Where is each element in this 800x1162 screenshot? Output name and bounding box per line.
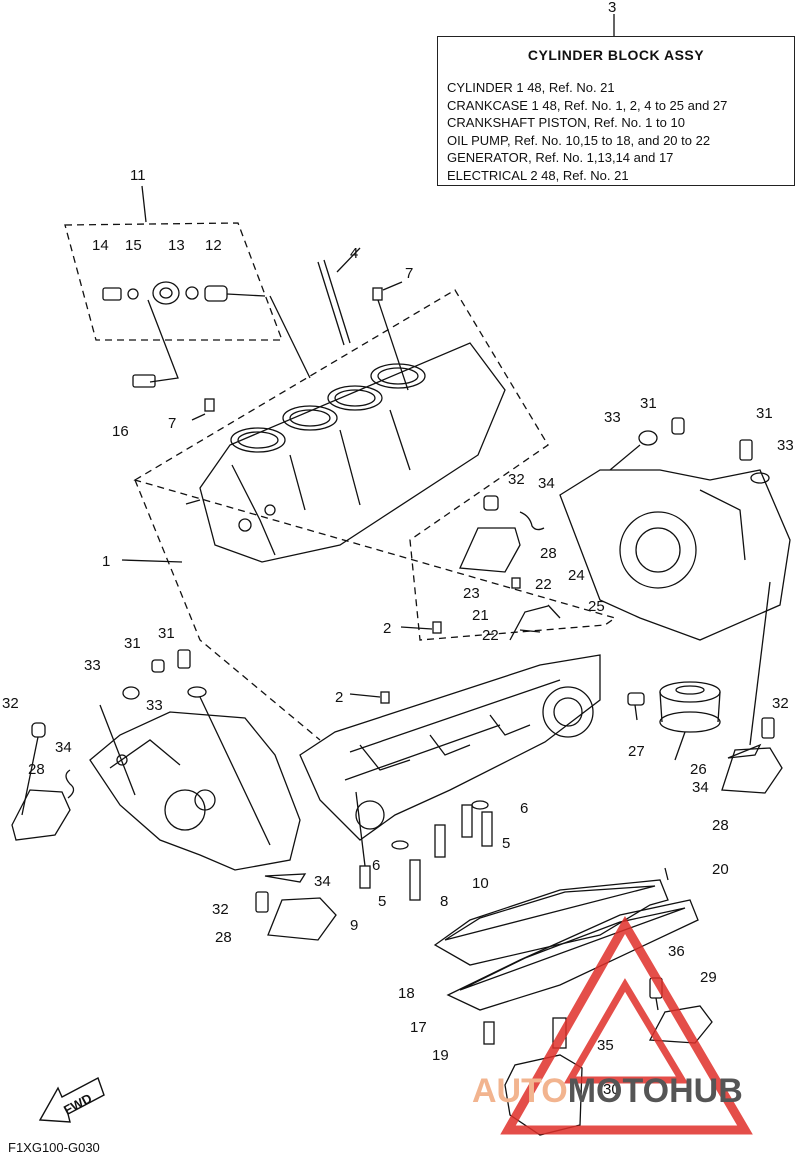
left-cover bbox=[89, 711, 301, 871]
callout-label: 7 bbox=[405, 265, 413, 282]
gasket-18 bbox=[433, 879, 669, 966]
oil-pan-17 bbox=[446, 899, 699, 1011]
callout-label: 18 bbox=[398, 985, 415, 1002]
assembly-1-dashed-outline bbox=[133, 289, 617, 641]
callout-label: 27 bbox=[628, 743, 645, 760]
parts-14-15-13-12 bbox=[102, 281, 266, 305]
callout-label: 22 bbox=[482, 627, 499, 644]
assy-line: GENERATOR, Ref. No. 1,13,14 and 17 bbox=[447, 150, 674, 165]
callout-label: 32 bbox=[2, 695, 19, 712]
callout-label: 23 bbox=[463, 585, 480, 602]
callout-label: 11 bbox=[130, 167, 146, 184]
callout-label: 25 bbox=[588, 598, 605, 615]
bracket-29 bbox=[648, 1005, 713, 1044]
callout-label: 32 bbox=[772, 695, 789, 712]
watermark-part2: MOTO bbox=[567, 1072, 670, 1110]
callout-label: 21 bbox=[472, 607, 489, 624]
callout-label-3: 3 bbox=[608, 0, 616, 16]
callout-label: 13 bbox=[168, 237, 185, 254]
crankcase bbox=[299, 654, 601, 841]
breather-28-left bbox=[11, 789, 71, 841]
callout-label: 12 bbox=[205, 237, 222, 254]
callout-label: 33 bbox=[146, 697, 163, 714]
diagram-code: F1XG100-G030 bbox=[8, 1140, 100, 1155]
callout-label: 2 bbox=[335, 689, 343, 706]
callout-label: 20 bbox=[712, 861, 729, 878]
watermark-part3: HUB bbox=[669, 1072, 743, 1110]
callout-label: 34 bbox=[314, 873, 331, 890]
cylinder-block-assy-box: CYLINDER BLOCK ASSY CYLINDER 1 48, Ref. … bbox=[437, 36, 795, 186]
callout-label: 4 bbox=[350, 245, 358, 262]
callout-label: 31 bbox=[124, 635, 141, 652]
callout-label: 31 bbox=[158, 625, 175, 642]
assy-line: CYLINDER 1 48, Ref. No. 21 bbox=[447, 80, 615, 95]
callout-label: 34 bbox=[538, 475, 555, 492]
fwd-arrow-icon bbox=[38, 1077, 105, 1123]
callout-label: 6 bbox=[372, 857, 380, 874]
assy-line: OIL PUMP, Ref. No. 10,15 to 18, and 20 t… bbox=[447, 132, 711, 148]
callout-label: 5 bbox=[502, 835, 510, 852]
callout-label: 7 bbox=[168, 415, 176, 432]
callout-label: 10 bbox=[472, 875, 489, 892]
callout-label: 9 bbox=[350, 917, 358, 934]
callout-label: 2 bbox=[383, 620, 391, 637]
mount-28-lower-left bbox=[267, 897, 337, 941]
callout-label: 14 bbox=[92, 237, 109, 254]
right-cover bbox=[559, 469, 791, 641]
callout-label: 34 bbox=[55, 739, 72, 756]
callout-label: 28 bbox=[712, 817, 729, 834]
assy-line: CRANKSHAFT PISTON, Ref. No. 1 to 10 bbox=[447, 115, 685, 130]
cylinder-block bbox=[185, 342, 506, 563]
callout-label: 32 bbox=[508, 471, 525, 488]
callout-label: 26 bbox=[690, 761, 707, 778]
callout-label: 29 bbox=[700, 969, 717, 986]
callout-label: 24 bbox=[568, 567, 585, 584]
callout-label: 32 bbox=[212, 901, 229, 918]
callout-label: 34 bbox=[692, 779, 709, 796]
callout-label: 31 bbox=[756, 405, 773, 422]
callout-label: 15 bbox=[125, 237, 142, 254]
watermark-text: AUTOMOTOHUB bbox=[472, 1072, 743, 1111]
callout-label: 28 bbox=[215, 929, 232, 946]
callout-label: 1 bbox=[102, 553, 110, 570]
callout-label: 31 bbox=[640, 395, 657, 412]
callout-label: 33 bbox=[84, 657, 101, 674]
assy-title: CYLINDER BLOCK ASSY bbox=[527, 47, 705, 63]
watermark-part1: AUTO bbox=[472, 1072, 568, 1110]
callout-label: 22 bbox=[535, 576, 552, 593]
callout-label: 19 bbox=[432, 1047, 449, 1064]
callout-label: 35 bbox=[597, 1037, 614, 1054]
callout-label: 17 bbox=[410, 1019, 427, 1036]
watermark-triangle bbox=[500, 916, 753, 1135]
callout-label: 6 bbox=[520, 800, 528, 817]
assy-line: ELECTRICAL 2 48, Ref. No. 21 bbox=[447, 167, 629, 183]
callout-label: 28 bbox=[540, 545, 557, 562]
callout-label: 33 bbox=[777, 437, 794, 454]
assy-line: CRANKCASE 1 48, Ref. No. 1, 2, 4 to 25 a… bbox=[447, 97, 728, 113]
callout-label: 28 bbox=[28, 761, 45, 778]
breather-28-upper bbox=[459, 527, 521, 573]
callout-label: 36 bbox=[668, 943, 685, 960]
callout-label: 5 bbox=[378, 893, 386, 910]
callout-label: 33 bbox=[604, 409, 621, 426]
callout-label: 8 bbox=[440, 893, 448, 910]
callout-label: 16 bbox=[112, 423, 129, 440]
callout-label: 30 bbox=[603, 1081, 620, 1098]
assy-lines: CYLINDER 1 48, Ref. No. 21 CRANKCASE 1 4… bbox=[447, 79, 727, 184]
